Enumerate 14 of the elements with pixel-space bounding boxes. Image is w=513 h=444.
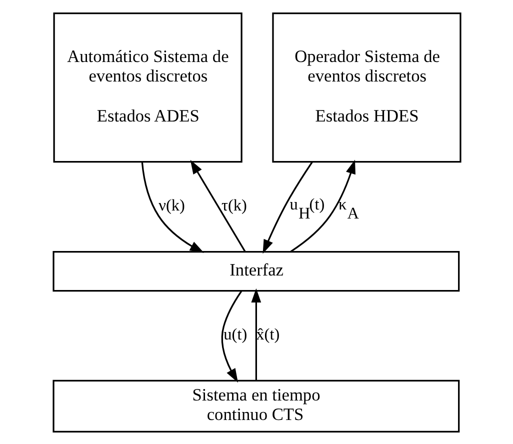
node-box: Automático Sistema de eventos discretos Estados ADES [52, 12, 242, 162]
arrow [262, 160, 312, 254]
edge-label: ν(k) [158, 196, 184, 214]
edge-label: x̂(t) [256, 325, 280, 344]
arrow [140, 161, 204, 252]
edge-label: τ(k) [221, 196, 246, 214]
node-box: Sistema en tiempo continuo CTS [52, 379, 460, 432]
arrow [250, 288, 261, 380]
node-box: Operador Sistema de eventos discretos Estados HDES [272, 12, 461, 162]
node-box: Interfaz [52, 250, 460, 292]
arrow [190, 159, 246, 252]
edge-label: u(t) [223, 325, 247, 344]
arrow [290, 159, 355, 252]
arrow [220, 290, 242, 382]
